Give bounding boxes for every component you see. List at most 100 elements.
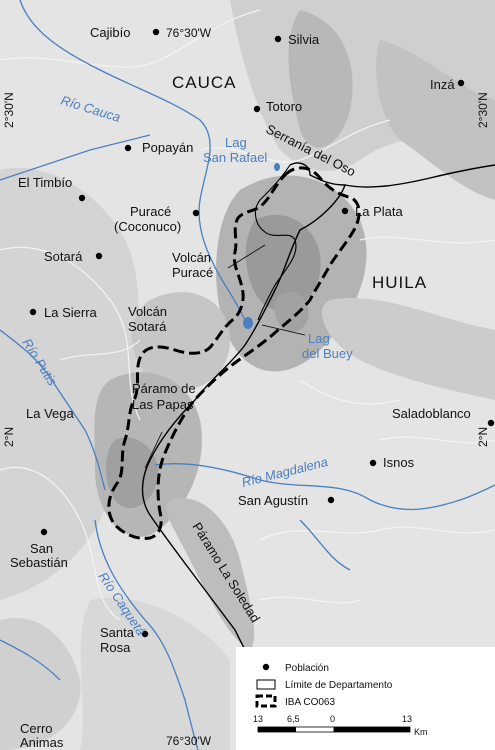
town-dot [141,630,149,638]
terrain-south [80,598,230,750]
scale-label-6-5: 6,5 [287,714,300,724]
terrain-west-band [0,167,155,600]
town-dot [152,28,160,36]
coord-lon-bottom: 76°30'W [166,734,212,748]
scale-label-13-left: 13 [253,714,263,724]
town-dot [253,105,261,113]
rio-magdalena-line [154,463,495,511]
town-cerro-animas-line2: Animas [20,735,64,750]
coord-lon-top: 76°30'W [166,26,212,40]
scale-unit: Km [414,727,428,737]
legend-iba: IBA CO063 [285,697,335,708]
town-coconuco: (Coconuco) [114,219,181,234]
town-la-plata: La Plata [355,204,403,219]
terrain-soledad [166,498,255,650]
town-dot [369,459,377,467]
scale-bar: 13 6,5 0 13 Km [253,714,428,737]
coordinate-labels: 76°30'W 76°30'W 2°30'N 2°30'N 2°N 2°N [2,26,490,748]
terrain-huila-ridge [321,297,495,400]
town-el-timbio: El Timbío [18,175,72,190]
contour-line [0,246,141,421]
label-leaders [144,244,306,469]
contour-line [0,466,121,621]
terrain-north-ridge [288,10,353,148]
scale-label-0: 0 [330,714,335,724]
region-cauca: CAUCA [172,73,237,92]
department-boundary [141,162,346,661]
scale-bar-left-fill [258,727,296,732]
contour-line [199,119,391,163]
leader-lag-buey [261,324,306,336]
contour-line [379,436,495,444]
rio-cauca-tributary [0,134,151,181]
legend-poblacion-symbol [262,663,270,671]
water-lag-buey-line2: del Buey [302,346,353,361]
rio-cauca-line [19,0,246,321]
legend-limite: Límite de Departamento [285,680,393,691]
coord-lat-2-left: 2°N [2,427,16,447]
leader-paramo-papas [144,431,163,469]
purace-inner-boundary [254,164,297,321]
town-dot [95,252,103,260]
town-labels: Cajibío Silvia Inzá Totoro Popayán El Ti… [10,25,471,750]
town-saladoblanco: Saladoblanco [392,406,471,421]
town-dot [124,144,132,152]
rio-caqueta-line [94,519,199,750]
town-dot [29,308,37,316]
town-dot [78,194,86,202]
feature-volcan-purace-line2: Puracé [172,265,213,280]
town-silvia: Silvia [288,32,320,47]
town-la-sierra: La Sierra [44,305,98,320]
town-dot [341,207,349,215]
terrain-east-ridge [376,40,495,200]
town-dot [274,35,282,43]
town-san-sebastian-line1: San [30,541,53,556]
rio-putis-line [0,329,106,491]
contour-line [259,596,361,604]
lag-san-rafael-water [274,163,280,171]
feature-volcan-purace-line1: Volcán [172,250,211,265]
town-cajibio: Cajibío [90,25,130,40]
legend-iba-symbol [255,694,277,708]
contour-line [259,526,495,541]
terrain-sotara [131,292,230,390]
feature-paramo-papas-line2: Las Papas [132,397,194,412]
terrain-papas-peak [105,437,159,509]
feature-volcan-sotara-line2: Sotará [128,319,167,334]
town-dots [29,28,495,638]
water-lag-san-rafael-line2: San Rafael [203,150,267,165]
contour-line [359,236,495,244]
scale-label-13-right: 13 [402,714,412,724]
town-purace: Puracé [130,204,171,219]
department-boundary-north [344,164,495,188]
town-dot [457,79,465,87]
contour-lines [0,9,495,621]
town-cerro-animas-line1: Cerro [20,721,53,736]
legend-limite-symbol [256,679,276,690]
town-san-sebastian-line2: Sebastián [10,555,68,570]
contour-line [299,379,401,405]
town-santa-rosa-line2: Rosa [100,640,131,655]
legend-box [236,647,495,750]
town-isnos: Isnos [383,455,415,470]
stream-line [0,639,61,681]
lag-buey-water [243,317,253,329]
stream-line [299,519,351,571]
coord-lat-2-30-right: 2°30'N [476,92,490,128]
town-la-vega: La Vega [26,406,74,421]
terrain-buey-hill [274,291,309,332]
town-inza: Inzá [430,77,455,92]
town-totoro: Totoro [266,99,302,114]
feature-volcan-sotara-line1: Volcán [128,304,167,319]
town-popayan: Popayán [142,140,193,155]
legend: Población Límite de Departamento IBA CO0… [236,647,495,750]
town-santa-rosa-line1: Santa [100,625,135,640]
town-dot [327,496,335,504]
town-dot [40,528,48,536]
town-sotara: Sotará [44,249,83,264]
town-dot [192,209,200,217]
water-lag-san-rafael-line1: Lag [225,135,247,150]
